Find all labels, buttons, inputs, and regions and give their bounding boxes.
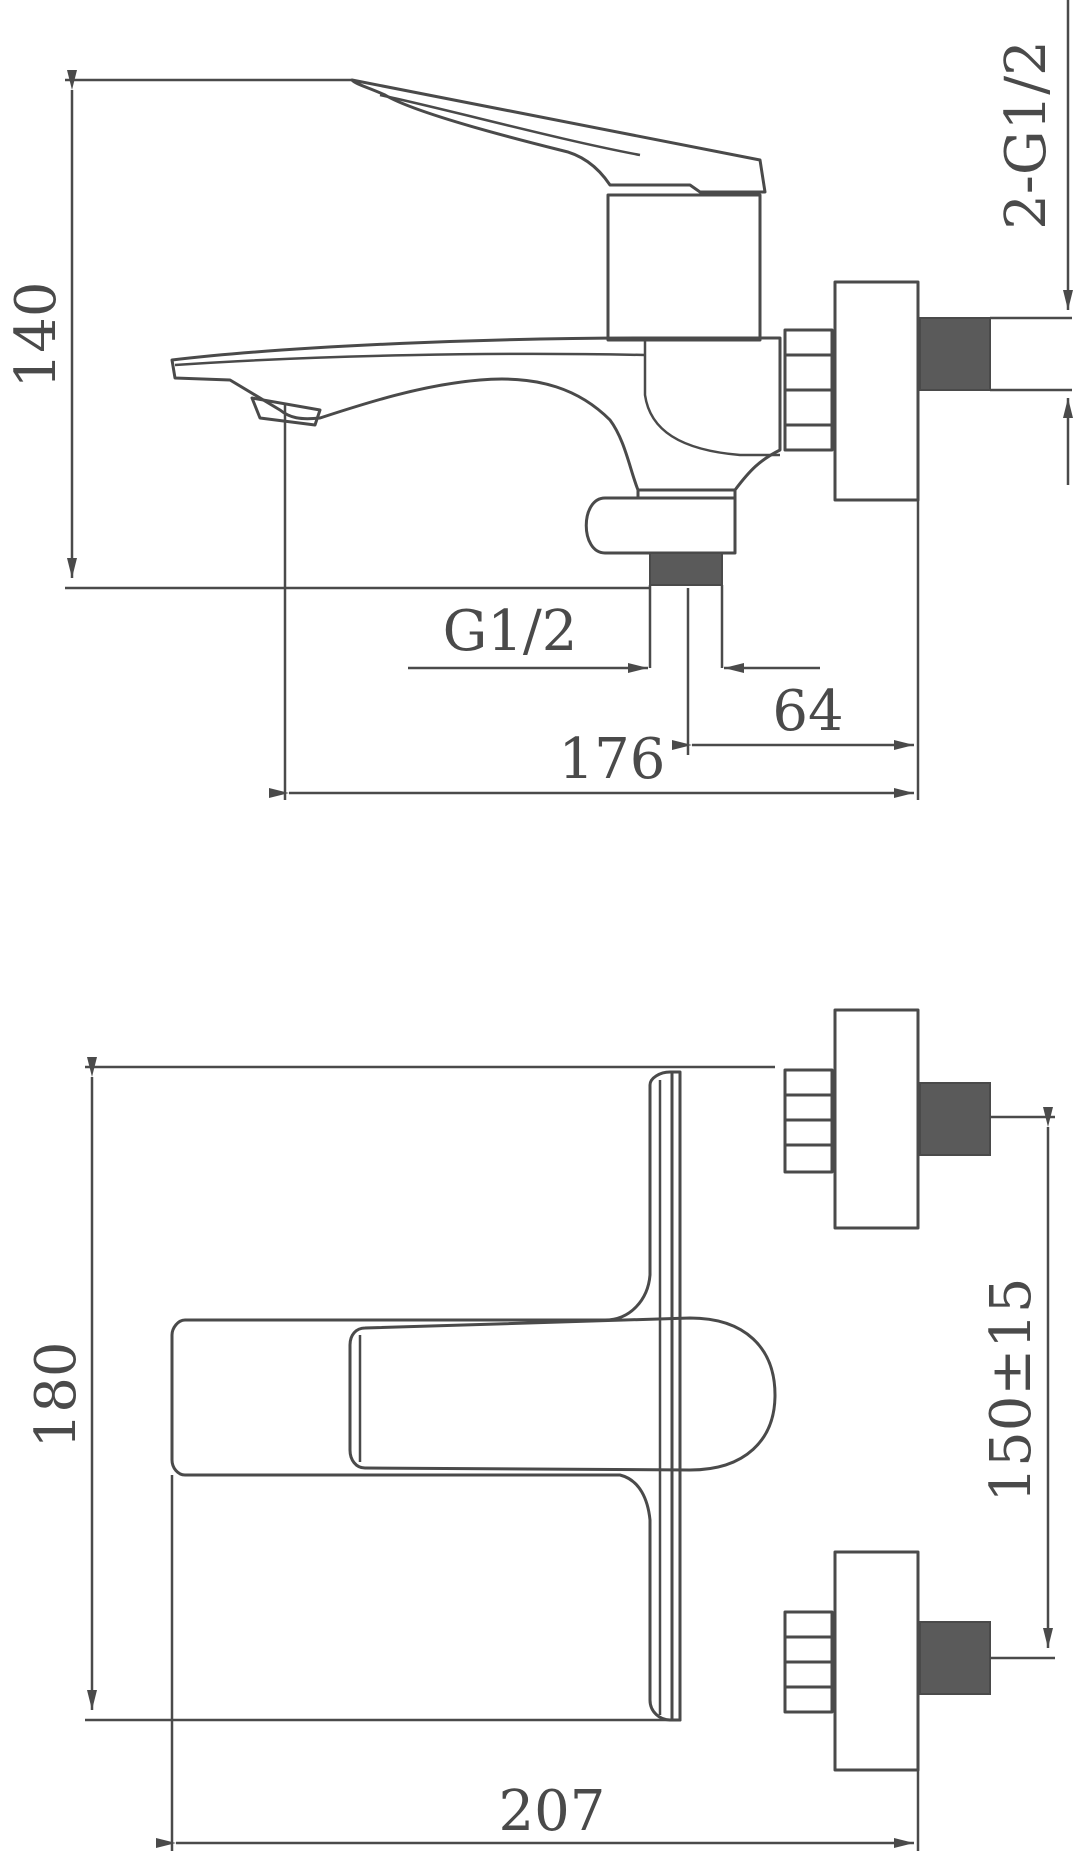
top-view: 180 150±15 207 <box>24 1008 1055 1851</box>
lever-top-view <box>348 1316 777 1472</box>
offset-dimension-label: 64 <box>772 679 843 744</box>
spout <box>170 336 782 492</box>
lower-flange <box>833 1550 920 1772</box>
center-distance-label: 150±15 <box>979 1277 1044 1502</box>
mixer-body-main <box>170 1070 682 1722</box>
diverter-knob <box>584 496 737 555</box>
upper-flange <box>833 1008 920 1230</box>
lower-hex-nut <box>783 1610 834 1714</box>
outlet-thread <box>649 552 723 586</box>
aerator <box>250 396 322 427</box>
cartridge-housing <box>606 193 762 342</box>
height-dimension-label: 140 <box>4 282 69 389</box>
lever-handle-inner <box>379 93 641 157</box>
outlet-thread-label: G1/2 <box>443 599 578 664</box>
diverter-stem <box>636 488 737 500</box>
body-curve <box>643 338 780 457</box>
connection-thread-label: 2-G1/2 <box>994 40 1059 229</box>
wall-flange <box>833 280 920 502</box>
top-view-height-label: 180 <box>24 1342 89 1449</box>
connection-thread <box>919 317 991 391</box>
upper-connection-thread <box>919 1082 991 1156</box>
depth-dimension-label: 176 <box>559 727 666 792</box>
hex-nut <box>783 328 834 452</box>
width-dimension-label: 207 <box>499 1779 606 1844</box>
spout-upper-edge <box>174 352 646 367</box>
side-view: 140 2-G1/2 G1/2 64 176 <box>4 0 1073 800</box>
upper-hex-nut <box>783 1068 834 1174</box>
lower-connection-thread <box>919 1621 991 1695</box>
lever-handle <box>350 78 767 194</box>
